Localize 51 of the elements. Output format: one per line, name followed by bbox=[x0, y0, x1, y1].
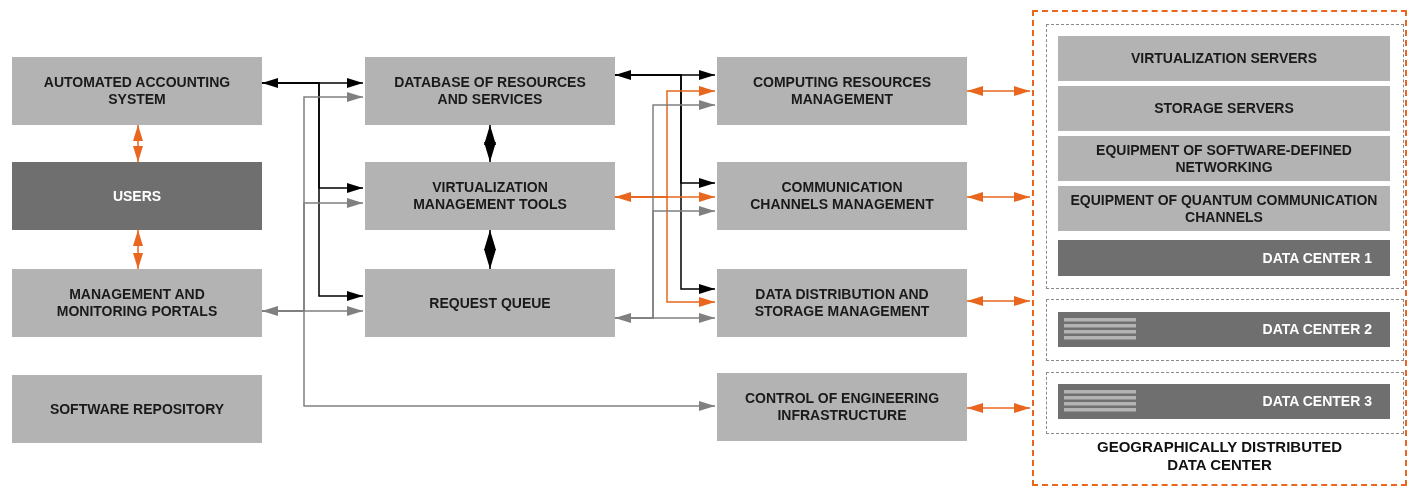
process-box bbox=[365, 57, 615, 125]
process-box bbox=[365, 269, 615, 337]
data-center-frame bbox=[1046, 24, 1404, 289]
node-label: VIRTUALIZATION MANAGEMENT TOOLS bbox=[412, 179, 568, 213]
arrow bbox=[966, 296, 1031, 306]
arrow bbox=[484, 124, 496, 163]
node-label: AUTOMATED ACCOUNTING SYSTEM bbox=[42, 74, 232, 108]
node-label: COMPUTING RESOURCES MANAGEMENT bbox=[751, 74, 933, 108]
process-box bbox=[717, 269, 967, 337]
equipment-bar bbox=[1058, 186, 1390, 231]
arrow bbox=[133, 124, 143, 163]
node-label: EQUIPMENT OF SOFTWARE-DEFINED NETWORKING bbox=[1095, 141, 1353, 176]
arrow bbox=[614, 74, 716, 294]
process-box bbox=[12, 375, 262, 443]
node-label: VIRTUALIZATION SERVERS bbox=[1130, 50, 1318, 67]
users-box bbox=[12, 162, 262, 230]
arrow bbox=[614, 196, 716, 307]
data-center-frame bbox=[1046, 299, 1404, 361]
node-label: DATA CENTER 2 bbox=[1262, 321, 1372, 338]
node-label: STORAGE SERVERS bbox=[1154, 100, 1294, 117]
node-label: MANAGEMENT AND MONITORING PORTALS bbox=[55, 286, 219, 320]
arrow bbox=[966, 86, 1031, 96]
data-center-group-frame bbox=[1032, 10, 1407, 486]
node-label: SOFTWARE REPOSITORY bbox=[49, 400, 225, 418]
process-box bbox=[12, 57, 262, 125]
node-label: DATA DISTRIBUTION AND STORAGE MANAGEMENT bbox=[753, 286, 931, 320]
process-box bbox=[717, 373, 967, 441]
data-center-bar bbox=[1058, 312, 1390, 347]
node-label: REQUEST QUEUE bbox=[429, 294, 551, 312]
arrow bbox=[966, 192, 1031, 202]
process-box bbox=[12, 269, 262, 337]
group-title: GEOGRAPHICALLY DISTRIBUTED DATA CENTER bbox=[1096, 438, 1343, 474]
process-box bbox=[365, 162, 615, 230]
arrow bbox=[484, 229, 496, 270]
data-center-bar bbox=[1058, 240, 1390, 276]
equipment-bar bbox=[1058, 86, 1390, 131]
data-center-bar bbox=[1058, 384, 1390, 419]
node-label: DATA CENTER 3 bbox=[1262, 393, 1372, 410]
node-label: DATA CENTER 1 bbox=[1262, 249, 1372, 267]
equipment-bar bbox=[1058, 136, 1390, 181]
node-label: DATABASE OF RESOURCES AND SERVICES bbox=[393, 74, 587, 108]
data-center-frame bbox=[1046, 372, 1404, 434]
node-label: EQUIPMENT OF QUANTUM COMMUNICATION CHANNELS bbox=[1069, 191, 1379, 226]
process-box bbox=[717, 162, 967, 230]
arrow bbox=[966, 403, 1031, 413]
node-label: CONTROL OF ENGINEERING INFRASTRUCTURE bbox=[743, 390, 941, 424]
process-box bbox=[717, 57, 967, 125]
equipment-bar bbox=[1058, 36, 1390, 81]
node-label: COMMUNICATION CHANNELS MANAGEMENT bbox=[749, 179, 935, 213]
node-label: USERS bbox=[112, 187, 162, 205]
arrow bbox=[133, 229, 143, 270]
